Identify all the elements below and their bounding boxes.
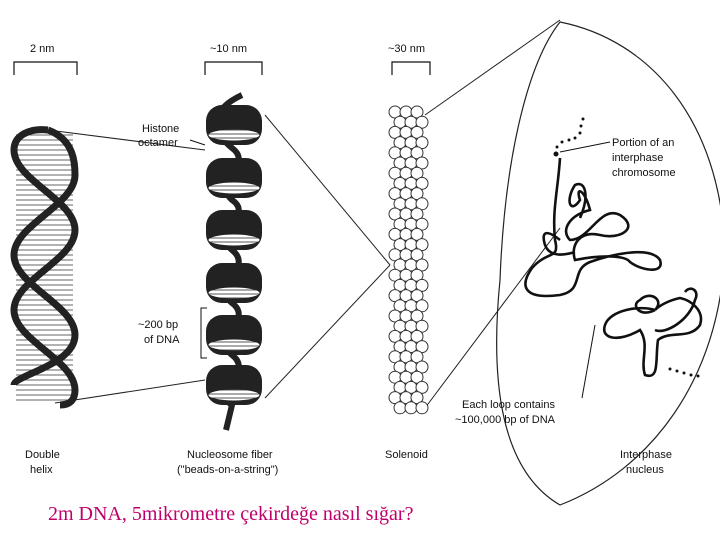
nucleosome-fiber-label-2: ("beads-on-a-string") [177, 464, 278, 476]
nucleosome-bead [206, 263, 262, 303]
connector-lines [47, 19, 561, 409]
double-helix-label-2: helix [30, 464, 53, 476]
portion-pointer [559, 141, 611, 153]
portion-label-2: interphase [612, 152, 663, 164]
scale-bracket-helix [13, 61, 78, 75]
histone-label-2: octamer [138, 137, 178, 149]
nucleosome-bead [206, 158, 262, 198]
scale-bracket-nucleosome [204, 61, 263, 75]
chromosome-dotted-ends [553, 117, 700, 378]
solenoid [388, 105, 429, 415]
scale-label-helix: 2 nm [30, 43, 54, 55]
scale-label-nucleosome: ~10 nm [210, 43, 247, 55]
interphase-label: Interphase [620, 449, 672, 461]
scale-bracket-solenoid [391, 61, 431, 75]
double-helix-label: Double [25, 449, 60, 461]
scale-label-solenoid: ~30 nm [388, 43, 425, 55]
caption: 2m DNA, 5mikrometre çekirdeğe nasıl sığa… [48, 503, 414, 525]
nucleosome-fiber-label: Nucleosome fiber [187, 449, 273, 461]
bp-label: ~200 bp [138, 319, 178, 331]
interphase-label-2: nucleus [626, 464, 664, 476]
solenoid-label: Solenoid [385, 449, 428, 461]
nucleosome-fiber [206, 92, 262, 431]
interphase-nucleus [496, 21, 720, 506]
bp-label-2: of DNA [144, 334, 180, 346]
nucleosome-bead [206, 365, 262, 405]
loop-label-2: ~100,000 bp of DNA [455, 414, 556, 426]
portion-label: Portion of an [612, 137, 674, 149]
loop-pointer [581, 324, 596, 399]
double-helix [10, 126, 79, 409]
nucleosome-bead [206, 105, 262, 145]
histone-label: Histone [142, 123, 179, 135]
nucleosome-bead [206, 315, 262, 355]
portion-label-3: chromosome [612, 167, 676, 179]
bp-bracket [200, 307, 207, 359]
chromosome-loops [524, 157, 703, 378]
histone-pointer [189, 139, 206, 146]
nucleosome-bead [206, 210, 262, 250]
loop-label: Each loop contains [462, 399, 555, 411]
